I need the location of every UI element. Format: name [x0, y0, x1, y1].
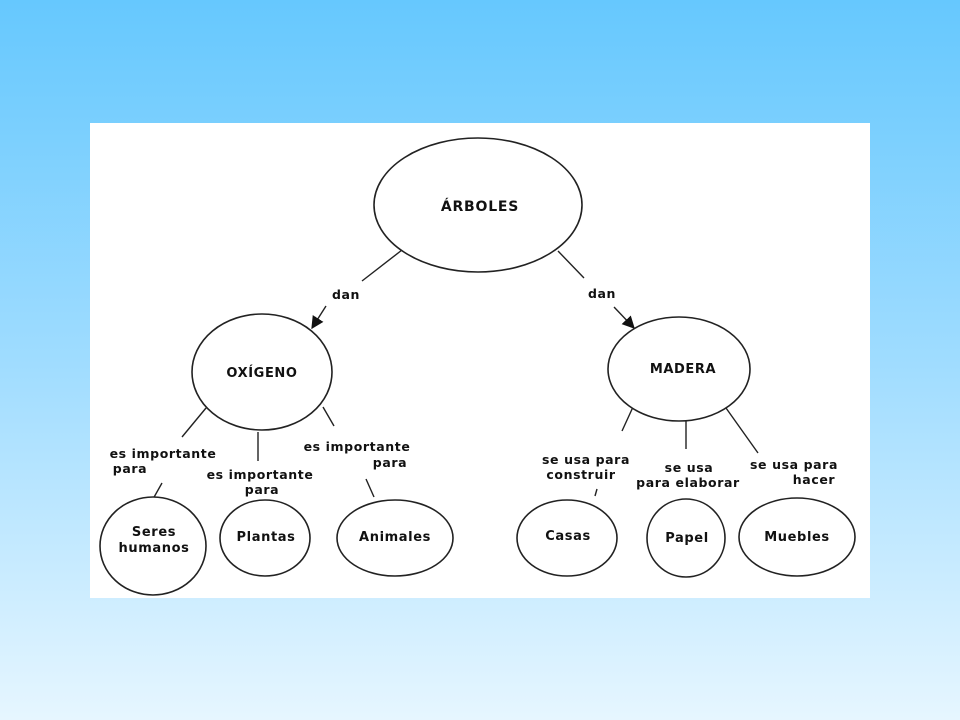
edge-oxigeno-animales-bottom: [365, 478, 375, 498]
node-seres-humanos-shape: [99, 496, 207, 596]
link-se-usa-2-line1: se usa: [665, 460, 714, 475]
edge-arboles-oxigeno-top: [361, 249, 403, 282]
node-plantas-shape: [219, 499, 311, 577]
edge-arboles-oxigeno-arrow: [311, 305, 327, 330]
link-labels: dan dan es importante para es importante…: [110, 286, 838, 497]
node-papel-shape: [646, 498, 726, 578]
node-oxigeno-label: OXÍGENO: [226, 365, 297, 381]
link-es-importante-3-line2: para: [373, 455, 407, 470]
link-dan-left: dan: [332, 287, 360, 302]
node-arboles-shape: [373, 137, 583, 273]
edge-arboles-madera-arrow: [613, 306, 635, 329]
node-animales-shape: [336, 499, 454, 577]
node-seres-humanos: Seres humanos: [99, 496, 207, 596]
edge-madera-casas-top: [621, 406, 634, 432]
node-muebles-shape: [738, 497, 856, 577]
node-madera: MADERA: [607, 316, 751, 422]
edge-oxigeno-animales-top: [322, 406, 335, 427]
node-animales-label: Animales: [359, 530, 431, 545]
node-muebles: Muebles: [738, 497, 856, 577]
link-es-importante-2-line1: es importante: [207, 467, 314, 482]
node-madera-label: MADERA: [650, 362, 716, 377]
link-se-usa-1-line2: construir: [546, 467, 615, 482]
node-seres-humanos-label-line2: humanos: [119, 541, 190, 556]
node-papel-label: Papel: [665, 531, 709, 546]
link-se-usa-1-line1: se usa para: [542, 452, 630, 467]
node-plantas-label: Plantas: [237, 530, 296, 545]
node-oxigeno: OXÍGENO: [191, 313, 333, 431]
node-arboles-label: ÁRBOLES: [441, 198, 519, 215]
node-papel: Papel: [646, 498, 726, 578]
link-se-usa-3-line2: hacer: [793, 472, 836, 487]
link-se-usa-2-line2: para elaborar: [636, 475, 740, 490]
link-es-importante-1-line2: para: [113, 461, 147, 476]
node-muebles-label: Muebles: [764, 530, 830, 545]
edge-madera-casas-bottom: [594, 488, 598, 497]
concept-map-panel: ÁRBOLES OXÍGENO MADERA Seres humanos Pla…: [90, 123, 870, 598]
edge-arboles-madera-top: [557, 250, 585, 279]
link-es-importante-1-line1: es importante: [110, 446, 217, 461]
edges: [152, 249, 759, 500]
node-madera-shape: [607, 316, 751, 422]
concept-map: ÁRBOLES OXÍGENO MADERA Seres humanos Pla…: [99, 137, 856, 596]
node-casas-shape: [516, 499, 618, 577]
link-es-importante-2-line2: para: [245, 482, 279, 497]
node-seres-humanos-label-line1: Seres: [132, 525, 176, 540]
node-casas: Casas: [516, 499, 618, 577]
node-animales: Animales: [336, 499, 454, 577]
link-se-usa-3-line1: se usa para: [750, 457, 838, 472]
node-oxigeno-shape: [191, 313, 333, 431]
link-es-importante-3-line1: es importante: [304, 439, 411, 454]
node-arboles: ÁRBOLES: [373, 137, 583, 273]
link-dan-right: dan: [588, 286, 616, 301]
node-casas-label: Casas: [545, 529, 591, 544]
edge-madera-muebles: [725, 407, 759, 454]
edge-oxigeno-seres-top: [181, 407, 207, 438]
node-plantas: Plantas: [219, 499, 311, 577]
